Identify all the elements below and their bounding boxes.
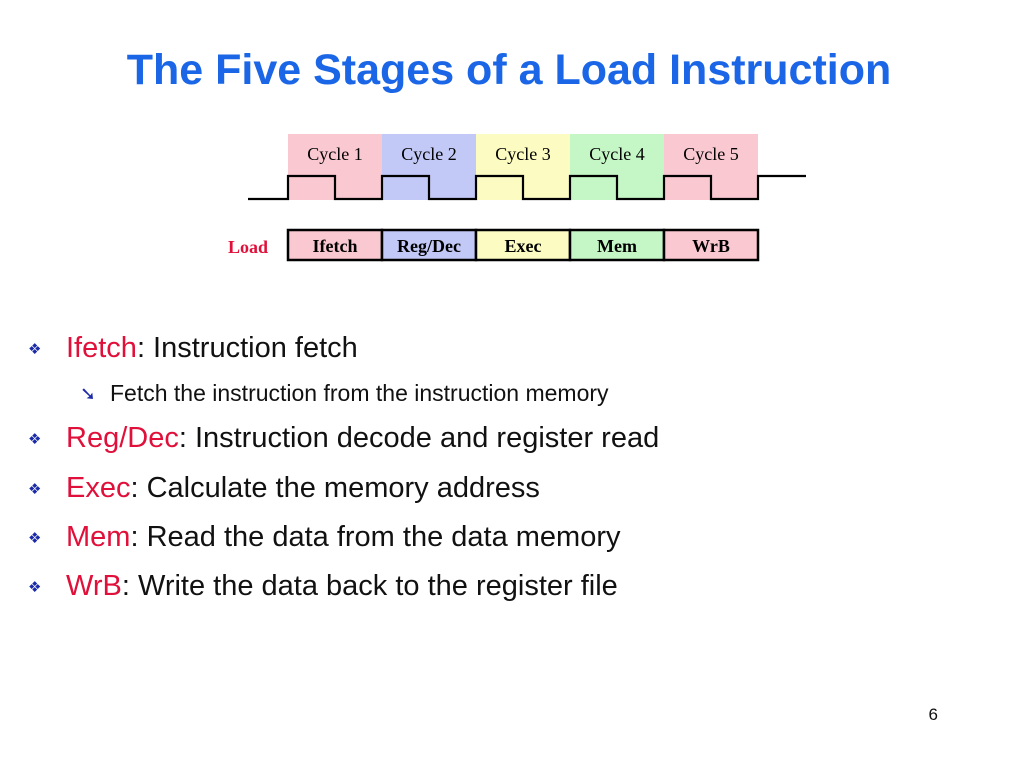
cycle-label: Cycle 1 xyxy=(307,144,363,164)
diamond-bullet-icon: ❖ xyxy=(28,577,42,596)
arrow-down-right-icon: ➘ xyxy=(80,382,96,405)
cycle-label: Cycle 3 xyxy=(495,144,551,164)
bullet-item-ifetch: ❖ Ifetch: Instruction fetch xyxy=(28,332,358,365)
diamond-bullet-icon: ❖ xyxy=(28,479,42,498)
stage-label: Exec xyxy=(505,236,542,256)
bullet-term: WrB xyxy=(66,570,122,602)
bullet-item-regdec: ❖ Reg/Dec: Instruction decode and regist… xyxy=(28,422,659,455)
stage-label: Mem xyxy=(597,236,637,256)
bullet-description: : Instruction fetch xyxy=(136,332,358,364)
bullet-item-exec: ❖ Exec: Calculate the memory address xyxy=(28,472,540,505)
stage-label: Ifetch xyxy=(313,236,358,256)
sub-bullet-text: Fetch the instruction from the instructi… xyxy=(110,380,609,406)
diamond-bullet-icon: ❖ xyxy=(28,339,42,358)
bullet-term: Mem xyxy=(66,521,131,553)
bullet-description: : Read the data from the data memory xyxy=(130,521,621,553)
diamond-bullet-icon: ❖ xyxy=(28,528,42,547)
page-number: 6 xyxy=(928,705,938,724)
stage-cell xyxy=(662,228,760,262)
bullet-term: Ifetch xyxy=(66,332,137,364)
bullet-term: Exec xyxy=(66,472,131,504)
cycle-label: Cycle 2 xyxy=(401,144,457,164)
bullet-item-wrb: ❖ WrB: Write the data back to the regist… xyxy=(28,570,618,603)
bullet-description: : Write the data back to the register fi… xyxy=(121,570,618,602)
clock-waveform xyxy=(248,174,806,201)
stage-label: Reg/Dec xyxy=(397,236,461,256)
bullet-item-mem: ❖ Mem: Read the data from the data memor… xyxy=(28,521,620,554)
instruction-label: Load xyxy=(228,237,268,257)
bullet-description: : Instruction decode and register read xyxy=(178,422,660,454)
sub-bullet-item: ➘ Fetch the instruction from the instruc… xyxy=(80,380,609,407)
stage-label: WrB xyxy=(692,236,730,256)
cycle-label: Cycle 5 xyxy=(683,144,739,164)
cycle-label: Cycle 4 xyxy=(589,144,645,164)
diamond-bullet-icon: ❖ xyxy=(28,429,42,448)
slide-title: The Five Stages of a Load Instruction xyxy=(126,46,892,94)
bullet-term: Reg/Dec xyxy=(66,422,179,454)
stage-cell xyxy=(380,228,478,262)
bullet-description: : Calculate the memory address xyxy=(130,472,540,504)
